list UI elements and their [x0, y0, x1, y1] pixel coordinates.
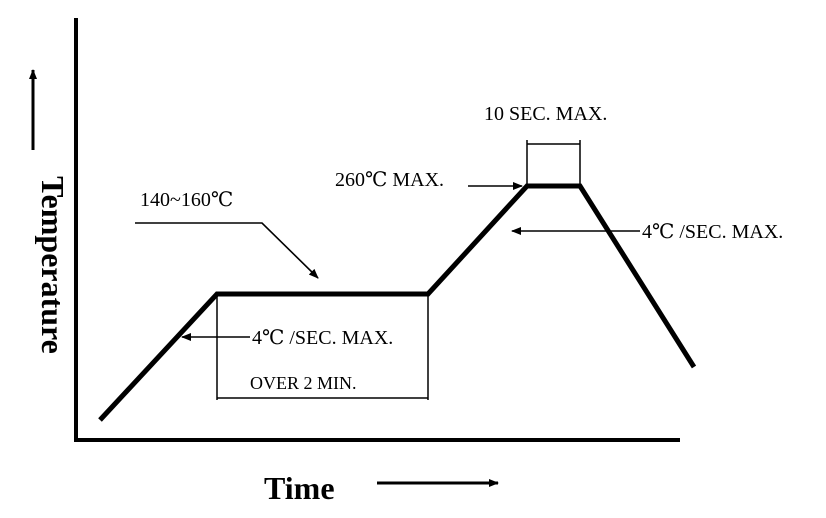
preheat-duration-label: OVER 2 MIN. [250, 373, 357, 393]
cool-down-rate-label: 4℃ /SEC. MAX. [642, 221, 783, 243]
x-axis-title: Time [264, 470, 335, 506]
ramp-up-rate-label: 4℃ /SEC. MAX. [252, 327, 393, 349]
preheat-temp-label: 140~160℃ [140, 189, 233, 211]
peak-temp-label: 260℃ MAX. [335, 169, 444, 191]
y-axis-title: Temperature [35, 176, 71, 354]
peak-duration-label: 10 SEC. MAX. [484, 103, 607, 125]
temperature-profile-line [98, 183, 697, 422]
preheat-temp-arrow [135, 222, 319, 279]
